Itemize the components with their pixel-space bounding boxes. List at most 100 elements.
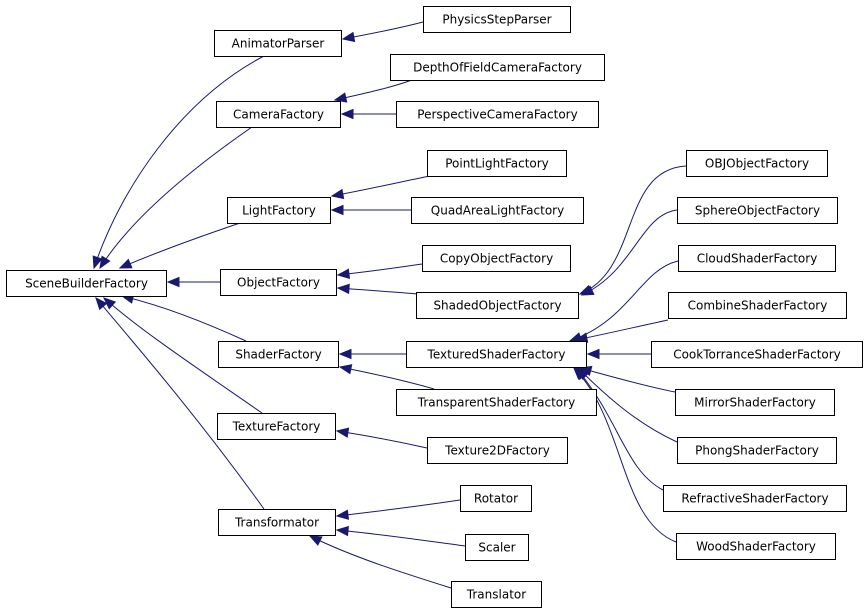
class-node-texture-2d-factory[interactable]: Texture2DFactory: [427, 437, 568, 464]
edge-line: [342, 21, 424, 40]
class-node-label: RefractiveShaderFactory: [681, 492, 828, 506]
class-node-translator[interactable]: Translator: [451, 581, 542, 608]
inheritance-edge-mirror-shader-factory-to-textured-shader-factory: [578, 365, 676, 393]
class-node-box: [411, 197, 584, 224]
inheritance-edge-camera-factory-to-scene-builder-factory: [99, 126, 253, 270]
class-node-scaler[interactable]: Scaler: [465, 534, 529, 561]
class-node-wood-shader-factory[interactable]: WoodShaderFactory: [676, 533, 836, 560]
edge-line: [103, 297, 263, 414]
class-node-box: [214, 30, 342, 57]
arrowhead-icon: [95, 296, 108, 311]
edges-layer: [92, 21, 687, 589]
inheritance-edge-depth-of-field-camera-factory-to-camera-factory: [333, 79, 413, 103]
edge-line: [577, 367, 678, 443]
class-node-label: TexturedShaderFactory: [427, 348, 566, 362]
class-node-label: CookTorranceShaderFactory: [673, 348, 841, 362]
arrowhead-icon: [330, 188, 345, 200]
edge-line: [581, 209, 678, 296]
edge-line: [331, 175, 431, 197]
class-node-perspective-camera-factory[interactable]: PerspectiveCameraFactory: [396, 101, 599, 128]
class-node-cloud-shader-factory[interactable]: CloudShaderFactory: [678, 245, 836, 272]
inheritance-edge-shaded-object-factory-to-object-factory: [336, 283, 419, 295]
class-node-textured-shader-factory[interactable]: TexturedShaderFactory: [406, 341, 587, 368]
class-node-label: OBJObjectFactory: [705, 157, 809, 171]
class-node-box: [396, 389, 597, 416]
class-node-label: CloudShaderFactory: [697, 252, 818, 266]
class-node-box: [390, 54, 605, 81]
class-node-box: [677, 197, 838, 224]
class-node-box: [416, 292, 579, 319]
edge-line: [339, 366, 435, 390]
inheritance-edge-point-light-factory-to-light-factory: [330, 175, 431, 200]
class-node-shaded-object-factory[interactable]: ShadedObjectFactory: [416, 292, 579, 319]
inheritance-edge-sphere-object-factory-to-shaded-object-factory: [580, 209, 678, 296]
class-node-point-light-factory[interactable]: PointLightFactory: [427, 150, 567, 177]
class-node-label: ShadedObjectFactory: [433, 299, 561, 313]
class-node-shader-factory[interactable]: ShaderFactory: [218, 341, 339, 368]
class-node-box: [451, 581, 542, 608]
class-node-mirror-shader-factory[interactable]: MirrorShaderFactory: [675, 389, 835, 416]
class-node-transformator[interactable]: Transformator: [218, 509, 336, 536]
class-node-label: PhongShaderFactory: [695, 444, 819, 458]
class-node-texture-factory[interactable]: TextureFactory: [217, 413, 336, 440]
edge-line: [336, 499, 461, 517]
class-node-camera-factory[interactable]: CameraFactory: [216, 101, 341, 128]
class-node-quad-area-light-factory[interactable]: QuadAreaLightFactory: [411, 197, 584, 224]
class-node-label: CopyObjectFactory: [440, 252, 553, 266]
class-node-transparent-shader-factory[interactable]: TransparentShaderFactory: [396, 389, 597, 416]
arrowhead-icon: [330, 204, 344, 216]
arrowhead-icon: [573, 367, 586, 380]
edge-line: [99, 126, 253, 269]
class-node-box: [216, 101, 341, 128]
inheritance-edge-obj-object-factory-to-shaded-object-factory: [578, 165, 687, 295]
class-node-refractive-shader-factory[interactable]: RefractiveShaderFactory: [663, 485, 847, 512]
inheritance-edge-combine-shader-factory-to-textured-shader-factory: [574, 319, 669, 343]
edge-line: [336, 529, 466, 547]
class-node-phong-shader-factory[interactable]: PhongShaderFactory: [677, 437, 837, 464]
class-node-label: Rotator: [474, 492, 518, 506]
inheritance-edge-transformator-to-scene-builder-factory: [95, 296, 265, 510]
edge-line: [309, 535, 452, 589]
inheritance-edge-scaler-to-transformator: [335, 525, 466, 547]
class-node-animator-parser[interactable]: AnimatorParser: [214, 30, 342, 57]
class-node-box: [668, 292, 847, 319]
class-node-scene-builder-factory[interactable]: SceneBuilderFactory: [6, 270, 167, 297]
class-node-box: [396, 101, 599, 128]
class-node-label: CameraFactory: [233, 108, 324, 122]
edge-line: [575, 319, 669, 341]
class-node-label: DepthOfFieldCameraFactory: [413, 61, 582, 75]
class-node-label: AnimatorParser: [232, 37, 325, 51]
class-node-label: ObjectFactory: [237, 276, 320, 290]
edge-line: [336, 430, 428, 449]
arrowhead-icon: [333, 92, 348, 103]
edge-line: [121, 295, 247, 342]
class-node-object-factory[interactable]: ObjectFactory: [220, 269, 337, 296]
class-node-light-factory[interactable]: LightFactory: [227, 197, 331, 224]
class-node-box: [422, 245, 571, 272]
edge-line: [579, 165, 687, 295]
class-node-obj-object-factory[interactable]: OBJObjectFactory: [686, 150, 828, 177]
class-node-rotator[interactable]: Rotator: [460, 485, 532, 512]
class-node-sphere-object-factory[interactable]: SphereObjectFactory: [677, 197, 838, 224]
inheritance-edge-perspective-camera-factory-to-camera-factory: [340, 108, 396, 120]
class-node-cook-torrance-shader-factory[interactable]: CookTorranceShaderFactory: [651, 341, 863, 368]
class-node-label: WoodShaderFactory: [696, 540, 816, 554]
class-node-label: ShaderFactory: [235, 348, 321, 362]
arrowhead-icon: [92, 255, 103, 270]
edge-line: [119, 222, 241, 269]
inheritance-edge-textured-shader-factory-to-shader-factory: [338, 348, 406, 360]
class-node-physics-step-parser[interactable]: PhysicsStepParser: [423, 6, 571, 33]
arrowhead-icon: [118, 258, 133, 269]
class-node-depth-of-field-camera-factory[interactable]: DepthOfFieldCameraFactory: [390, 54, 605, 81]
class-node-combine-shader-factory[interactable]: CombineShaderFactory: [668, 292, 847, 319]
class-node-copy-object-factory[interactable]: CopyObjectFactory: [422, 245, 571, 272]
class-node-label: PointLightFactory: [445, 157, 549, 171]
class-node-box: [406, 341, 587, 368]
class-node-box: [686, 150, 828, 177]
arrowhead-icon: [341, 31, 356, 43]
arrowhead-icon: [166, 276, 180, 288]
class-node-label: SceneBuilderFactory: [25, 277, 148, 291]
class-node-box: [677, 437, 837, 464]
inheritance-edge-animator-parser-to-scene-builder-factory: [92, 55, 265, 270]
